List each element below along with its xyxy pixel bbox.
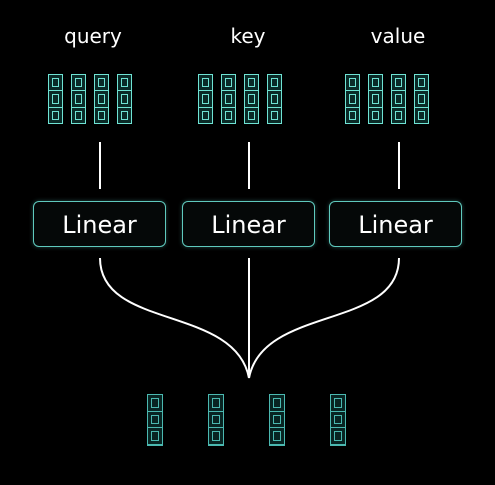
value-vector bbox=[368, 74, 383, 124]
query-label: query bbox=[64, 24, 122, 48]
query-linear-box: Linear bbox=[33, 201, 166, 247]
vector-cell bbox=[209, 412, 223, 429]
vector-cell bbox=[148, 412, 162, 429]
key-label: key bbox=[230, 24, 266, 48]
query-vectors bbox=[48, 74, 132, 126]
key-vectors bbox=[198, 74, 282, 126]
query-linear-to-output-curve bbox=[99, 257, 250, 379]
value-vector bbox=[414, 74, 429, 124]
vector-cell bbox=[331, 412, 345, 429]
value-vectors bbox=[345, 74, 429, 126]
key-vector bbox=[244, 74, 259, 124]
query-vector bbox=[94, 74, 109, 124]
output-vector bbox=[269, 394, 285, 446]
vector-cell bbox=[331, 395, 345, 412]
key-vector bbox=[198, 74, 213, 124]
value-linear-box: Linear bbox=[329, 201, 462, 247]
query-vector bbox=[48, 74, 63, 124]
vector-cell bbox=[270, 412, 284, 429]
key-vector bbox=[221, 74, 236, 124]
vector-cell bbox=[270, 428, 284, 446]
output-vectors bbox=[147, 394, 346, 446]
output-vector bbox=[208, 394, 224, 446]
key-vector bbox=[267, 74, 282, 124]
output-vector bbox=[330, 394, 346, 446]
vector-cell bbox=[148, 395, 162, 412]
vector-cell bbox=[331, 428, 345, 446]
query-vector bbox=[71, 74, 86, 124]
key-linear-box: Linear bbox=[182, 201, 315, 247]
value-vector bbox=[345, 74, 360, 124]
vector-cell bbox=[148, 428, 162, 446]
vector-cell bbox=[209, 428, 223, 446]
query-vector bbox=[117, 74, 132, 124]
value-linear-to-output-curve bbox=[248, 257, 400, 379]
vector-cell bbox=[270, 395, 284, 412]
output-vector bbox=[147, 394, 163, 446]
value-label: value bbox=[370, 24, 426, 48]
value-vector bbox=[391, 74, 406, 124]
vector-cell bbox=[209, 395, 223, 412]
